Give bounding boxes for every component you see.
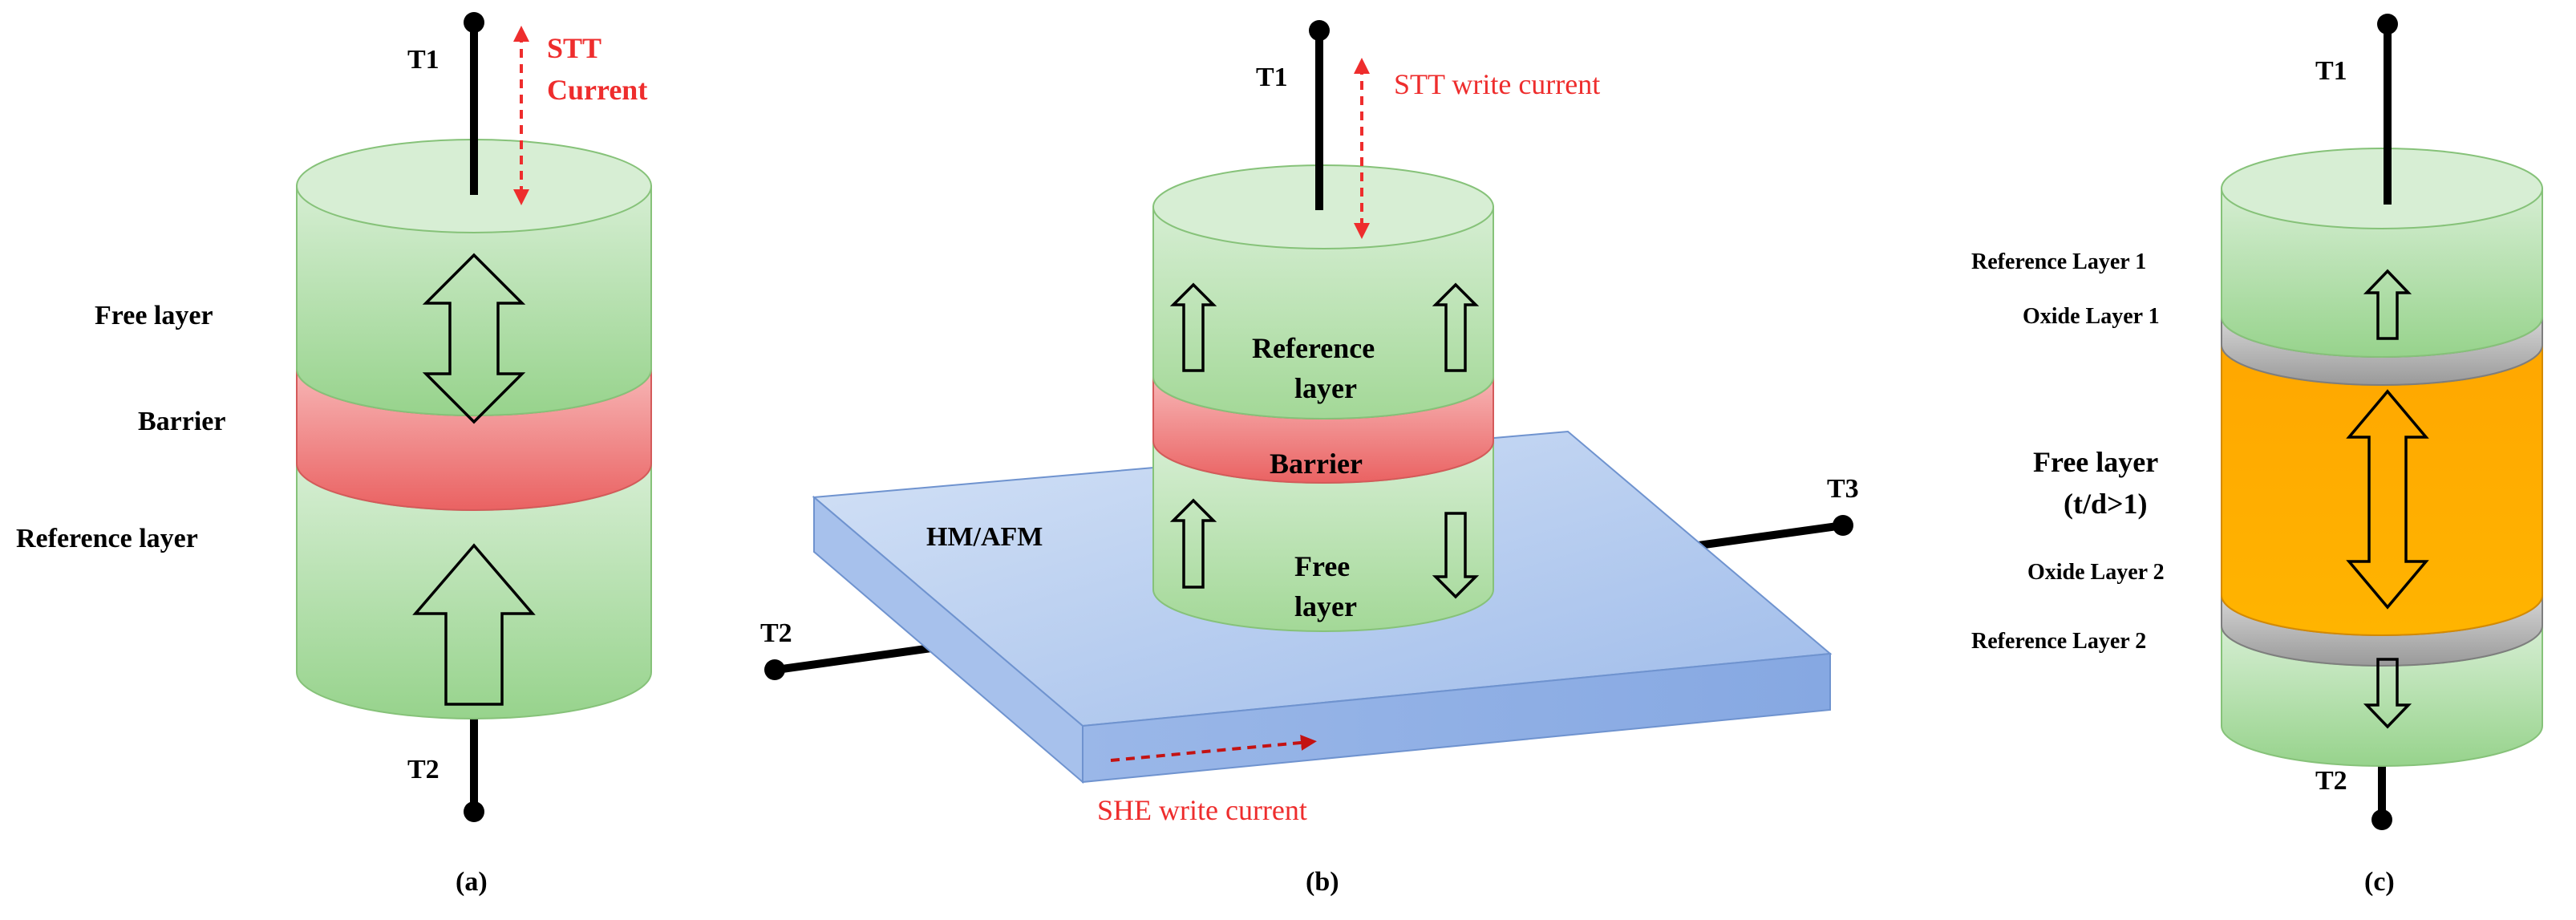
t3-label-b: T3 xyxy=(1827,474,1859,504)
she-current-arrow-b xyxy=(1110,734,1317,762)
panel-b: T1 STT write current Reference layer Bar… xyxy=(760,20,1859,897)
t2-label-c: T2 xyxy=(2315,766,2347,796)
t1-terminal-b xyxy=(1309,20,1330,41)
t2-terminal-a xyxy=(464,801,484,822)
stt-current-label-line2-a: Current xyxy=(547,74,647,106)
barrier-label-a: Barrier xyxy=(138,407,226,436)
t3-terminal-b xyxy=(1833,515,1853,536)
panel-a: T1 STT Current Free layer Barrier Refere… xyxy=(16,12,652,897)
reference-layer-2-label-c: Reference Layer 2 xyxy=(1971,629,2146,654)
t2-terminal-c xyxy=(2371,809,2392,830)
free-double-arrow-c xyxy=(2346,389,2429,610)
free-layer-label-line1-c: Free layer xyxy=(2033,446,2158,478)
oxide-layer-1-label-c: Oxide Layer 1 xyxy=(2023,304,2160,329)
substrate-label-b: HM/AFM xyxy=(926,522,1043,552)
t2-label-a: T2 xyxy=(407,755,439,784)
reference-up-arrow-left-b xyxy=(1169,282,1217,372)
reference-1-up-arrow-c xyxy=(2363,269,2412,340)
t1-terminal-c xyxy=(2377,14,2398,34)
oxide-layer-2-label-c: Oxide Layer 2 xyxy=(2027,560,2165,585)
free-down-arrow-b xyxy=(1432,512,1480,599)
t1-label-a: T1 xyxy=(407,45,439,75)
up-arrow-reference-a xyxy=(412,543,536,706)
free-label-line1-b: Free xyxy=(1294,550,1350,582)
reference-layer-label-a: Reference layer xyxy=(16,524,198,553)
she-write-current-label-b: SHE write current xyxy=(1097,794,1307,826)
caption-b: (b) xyxy=(1306,867,1339,897)
free-layer-c xyxy=(2221,344,2543,636)
double-arrow-free-a xyxy=(422,253,526,424)
t2-terminal-b xyxy=(764,659,785,680)
reference-2-down-arrow-c xyxy=(2363,658,2412,729)
reference-up-arrow-right-b xyxy=(1432,282,1480,372)
reference-label-line2-b: layer xyxy=(1294,372,1357,404)
caption-a: (a) xyxy=(456,867,488,897)
free-layer-label-a: Free layer xyxy=(95,301,213,330)
barrier-label-b: Barrier xyxy=(1270,448,1363,480)
t1-label-b: T1 xyxy=(1256,63,1288,92)
t1-label-c: T1 xyxy=(2315,56,2347,86)
stt-write-current-label-b: STT write current xyxy=(1394,68,1600,100)
t2-label-b: T2 xyxy=(760,618,792,648)
t2-wire-b xyxy=(776,642,950,674)
reference-layer-b xyxy=(1152,206,1494,419)
panel-c: T1 Reference Layer 1 Oxide Layer 1 Free … xyxy=(1971,14,2543,897)
reference-layer-1-label-c: Reference Layer 1 xyxy=(1971,249,2146,274)
t3-wire-b xyxy=(1698,521,1844,549)
free-up-arrow-b xyxy=(1169,498,1217,589)
cylinder-top-c xyxy=(2221,148,2543,229)
free-layer-label-line2-c: (t/d>1) xyxy=(2064,488,2148,520)
reference-label-line1-b: Reference xyxy=(1252,332,1375,364)
stt-current-label-line1-a: STT xyxy=(547,32,601,64)
substrate-front-face xyxy=(1082,652,1831,784)
caption-c: (c) xyxy=(2364,867,2395,897)
free-label-line2-b: layer xyxy=(1294,590,1357,622)
t1-terminal-a xyxy=(464,12,484,33)
reference-layer-1-c xyxy=(2221,188,2543,358)
